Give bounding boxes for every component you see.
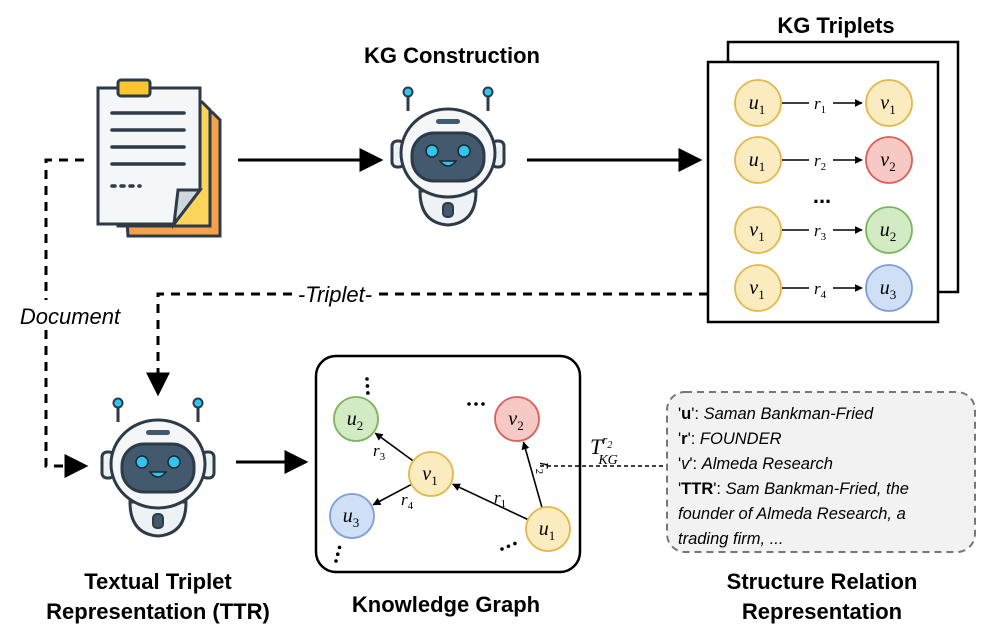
- edge-r1-label: r1: [494, 488, 506, 510]
- kg-triplets-title: KG Triplets: [777, 13, 894, 38]
- graph-dots-u3: [334, 545, 342, 563]
- ttr-title-line1: Textual Triplet: [84, 569, 232, 594]
- triplet-tail-node: u2: [865, 206, 913, 254]
- svg-text:r2: r2: [533, 462, 555, 474]
- triplet-tail-node: u3: [865, 264, 913, 312]
- triplet-relation-label: r2: [809, 151, 833, 173]
- knowledge-graph-title: Knowledge Graph: [352, 592, 540, 617]
- triplet-head-node: u1: [734, 79, 782, 127]
- edge-r1-arrow: [451, 483, 529, 521]
- srr-title-line1: Structure Relation: [727, 569, 918, 594]
- triplet-tail-node: v1: [865, 79, 913, 127]
- triplet-row: u1 v1 r1: [734, 79, 913, 127]
- svg-text:r1: r1: [494, 488, 506, 510]
- srr-note-box: [666, 391, 976, 553]
- knowledge-graph: r3 r4 r1 r2 u2 v1 v2 u3 u1: [329, 377, 571, 563]
- svg-text:v1: v1: [749, 219, 764, 244]
- triplet-relation-label: r4: [809, 279, 833, 301]
- srr-note-v: 'v': Almeda Research: [678, 455, 833, 473]
- srr-note-u: 'u': Saman Bankman-Fried: [678, 405, 874, 423]
- triplet-head-node: v1: [734, 264, 782, 312]
- edge-r2-label: r2: [533, 462, 555, 474]
- svg-text:r3: r3: [373, 441, 386, 463]
- svg-text:u2: u2: [880, 219, 897, 244]
- triplet-relation-label: r1: [809, 94, 833, 116]
- document-dashed-arrow: [44, 158, 89, 478]
- edge-r2-arrow: [521, 441, 543, 509]
- triplet-dashed-arrow: [146, 292, 708, 397]
- srr-note-ttr-1: 'TTR': Sam Bankman-Fried, the: [678, 480, 909, 498]
- srr-note-ttr-3: trading firm, ...: [678, 530, 784, 548]
- ttr-title-line2: Representation (TTR): [46, 599, 270, 624]
- triplet-list: u1 v1 r1 u1 v2 r2 v1 u2 r3 v1 u3 r4: [734, 79, 913, 312]
- kg-construction-title: KG Construction: [364, 43, 540, 68]
- graph-node-v1: v1: [408, 451, 454, 497]
- svg-text:v2: v2: [880, 149, 895, 174]
- svg-text:u1: u1: [749, 92, 766, 117]
- graph-node-u3: u3: [329, 493, 375, 539]
- graph-dots-v2: [467, 402, 485, 406]
- kg-construction-robot-icon: [390, 86, 506, 227]
- document-stack-icon: [96, 78, 222, 238]
- srr-note-ttr-2: founder of Almeda Research, a: [678, 505, 906, 523]
- edge-r3-label: r3: [373, 441, 386, 463]
- edge-r3-arrow: [374, 432, 414, 462]
- document-label: Document: [20, 304, 121, 329]
- graph-dots-u1: [500, 541, 517, 551]
- triplet-row: v1 u3 r4: [734, 264, 913, 312]
- svg-text:u2: u2: [347, 408, 364, 433]
- svg-text:v2: v2: [508, 408, 523, 433]
- triplet-ellipsis: ...: [813, 183, 831, 208]
- svg-text:r2: r2: [814, 151, 826, 173]
- triplet-label: -Triplet-: [298, 282, 372, 307]
- svg-text:u1: u1: [749, 149, 766, 174]
- edge-r4-label: r4: [401, 490, 414, 512]
- triplet-relation-label: r3: [809, 221, 833, 243]
- triplet-head-node: v1: [734, 206, 782, 254]
- svg-text:v1: v1: [749, 277, 764, 302]
- svg-text:v1: v1: [422, 463, 437, 488]
- svg-text:u3: u3: [343, 505, 360, 530]
- triplet-head-node: u1: [734, 136, 782, 184]
- edge-r4-arrow: [372, 483, 412, 506]
- graph-dots-u2: [365, 377, 370, 395]
- svg-text:u3: u3: [880, 277, 897, 302]
- srr-note: 'u': Saman Bankman-Fried 'r': FOUNDER 'v…: [678, 402, 968, 552]
- graph-node-u1: u1: [525, 506, 571, 552]
- svg-text:r3: r3: [814, 221, 827, 243]
- triplet-row: v1 u2 r3: [734, 206, 913, 254]
- graph-node-u2: u2: [333, 396, 379, 442]
- svg-text:u1: u1: [539, 518, 556, 543]
- srr-note-r: 'r': FOUNDER: [678, 430, 782, 448]
- svg-text:r1: r1: [814, 94, 826, 116]
- srr-title-line2: Representation: [742, 599, 902, 624]
- graph-node-v2: v2: [494, 396, 540, 442]
- svg-text:r4: r4: [401, 490, 414, 512]
- svg-text:v1: v1: [880, 92, 895, 117]
- svg-text:r4: r4: [814, 279, 827, 301]
- triplet-tail-node: v2: [865, 136, 913, 184]
- triplet-row: u1 v2 r2: [734, 136, 913, 184]
- ttr-robot-icon: [100, 397, 216, 538]
